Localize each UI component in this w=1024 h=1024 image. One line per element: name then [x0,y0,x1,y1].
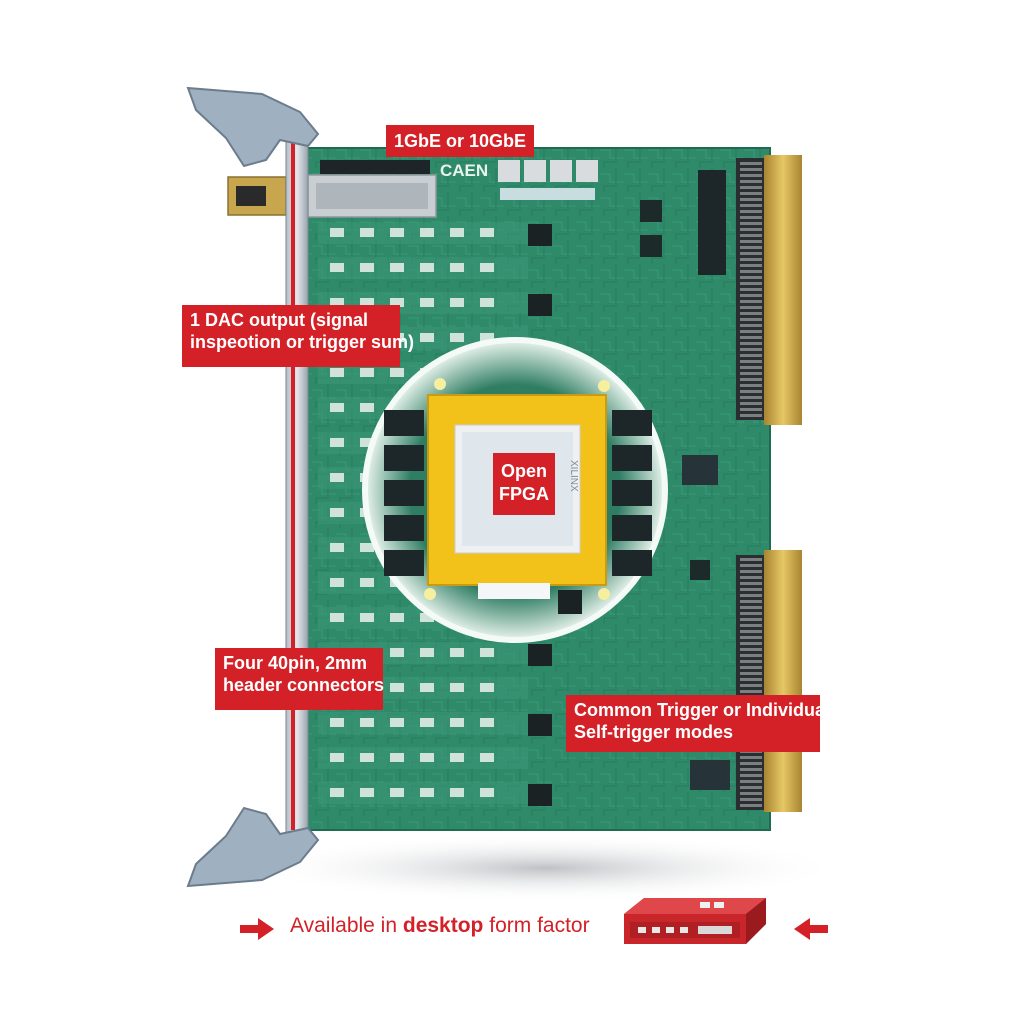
arrow-right-icon [240,918,274,940]
callout-dac-line1: 1 DAC output (signal [190,310,368,330]
callout-trigger-line1: Common Trigger or Individual [574,700,831,720]
arrow-left-icon [794,918,828,940]
sfp-cage [307,160,437,218]
callout-header-line1: Four 40pin, 2mm [223,653,368,673]
desktop-form-factor-banner: Available in desktop form factor [236,898,836,952]
footer-suffix: form factor [489,914,590,937]
ethernet-jack [227,176,287,216]
callout-fpga-line2: FPGA [498,484,549,504]
front-panel [285,127,309,839]
callout-ethernet-text: 1GbE or 10GbE [394,131,527,151]
vme-connector-bottom [736,550,802,812]
desktop-unit-image [624,898,766,944]
vme-connector-top [736,155,802,425]
svg-text:XILINX: XILINX [568,460,579,492]
callout-trigger-modes: Common Trigger or Individual Self-trigge… [566,695,831,752]
board-shadow [245,834,845,902]
footer-prefix: Available in [290,914,398,937]
callout-trigger-line2: Self-trigger modes [574,722,734,742]
ejector-handle-top [186,86,320,168]
callout-header-connectors: Four 40pin, 2mm header connectors [215,648,385,710]
svg-text:CAEN: CAEN [440,161,488,180]
trimmer-pots [498,160,598,200]
ejector-handle-bottom [186,806,320,888]
right-chips [640,170,730,790]
footer-emphasis: desktop [402,914,484,937]
callout-header-line2: header connectors [223,675,385,695]
footer-text: Available in desktop form factor [290,914,590,938]
callout-dac-output: 1 DAC output (signal inspeotion or trigg… [182,305,415,367]
callout-dac-line2: inspeotion or trigger sum) [190,332,415,352]
callout-fpga-line1: Open [500,461,547,481]
callout-open-fpga: Open FPGA [493,453,555,515]
caen-logo: CAEN [440,161,488,180]
callout-ethernet: 1GbE or 10GbE [386,125,535,157]
